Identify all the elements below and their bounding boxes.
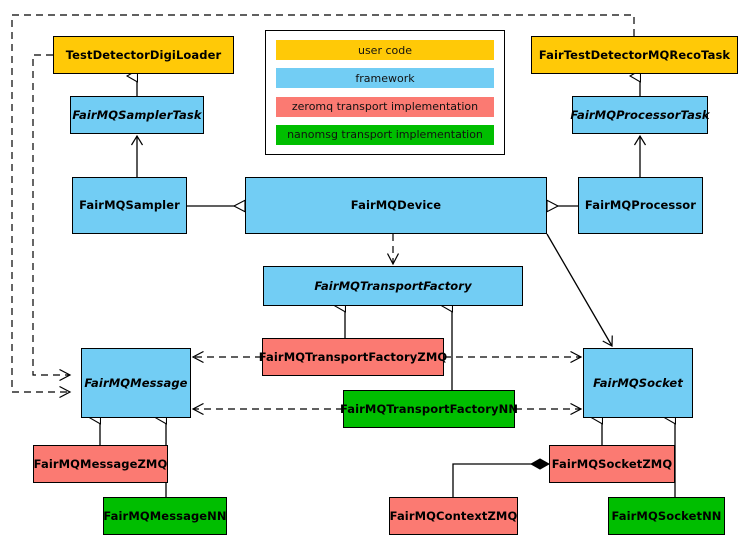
edge-device-to-socket [546, 233, 612, 346]
legend-item-zeromq: zeromq transport implementation [276, 96, 494, 117]
node-label: FairMQSocketNN [611, 508, 722, 523]
legend: user code framework zeromq transport imp… [265, 30, 505, 155]
legend-item-user-code: user code [276, 40, 494, 60]
legend-item-framework: framework [276, 68, 494, 89]
node-label: FairMQDevice [350, 198, 442, 213]
node-fair-mq-socket-zmq[interactable]: FairMQSocketZMQ [549, 445, 675, 483]
node-label: FairMQSocketZMQ [551, 456, 673, 471]
node-fair-mq-socket[interactable]: FairMQSocket [583, 348, 693, 418]
node-label: FairMQTransportFactory [314, 278, 472, 293]
node-fair-mq-transport-factory-nn[interactable]: FairMQTransportFactoryNN [339, 390, 519, 428]
node-label: FairMQMessage [84, 375, 188, 390]
legend-label: framework [355, 71, 415, 85]
node-fair-mq-transport-factory[interactable]: FairMQTransportFactory [263, 266, 523, 306]
node-label: FairMQProcessorTask [570, 107, 710, 122]
node-fair-mq-context-zmq[interactable]: FairMQContextZMQ [389, 497, 518, 535]
edge-digiloader-to-message [32, 54, 70, 375]
node-fair-test-detector-mq-reco-task[interactable]: FairTestDetectorMQRecoTask [531, 36, 738, 74]
edge-socketzmq-composition-contextzmq [452, 464, 549, 497]
node-label: FairTestDetectorMQRecoTask [538, 47, 731, 62]
node-label: FairMQContextZMQ [389, 508, 518, 523]
node-fair-mq-message-zmq[interactable]: FairMQMessageZMQ [33, 445, 168, 483]
node-fair-mq-sampler[interactable]: FairMQSampler [72, 177, 187, 234]
node-test-detector-digi-loader[interactable]: TestDetectorDigiLoader [53, 36, 234, 74]
node-label: FairMQMessageNN [103, 508, 227, 523]
node-fair-mq-message[interactable]: FairMQMessage [81, 348, 191, 418]
legend-item-nanomsg: nanomsg transport implementation [276, 124, 494, 145]
node-fair-mq-processor[interactable]: FairMQProcessor [578, 177, 703, 234]
node-label: FairMQSocket [593, 375, 683, 390]
node-fair-mq-message-nn[interactable]: FairMQMessageNN [103, 497, 227, 535]
node-fair-mq-transport-factory-zmq[interactable]: FairMQTransportFactoryZMQ [259, 338, 447, 376]
node-fair-mq-sampler-task[interactable]: FairMQSamplerTask [70, 96, 204, 134]
node-label: FairMQSamplerTask [72, 107, 202, 122]
node-label: TestDetectorDigiLoader [65, 47, 222, 62]
node-label: FairMQMessageZMQ [33, 456, 168, 471]
node-label: FairMQSampler [79, 198, 180, 213]
node-label: FairMQTransportFactoryNN [339, 401, 519, 416]
node-fair-mq-socket-nn[interactable]: FairMQSocketNN [608, 497, 725, 535]
node-label: FairMQProcessor [584, 198, 697, 213]
legend-label: zeromq transport implementation [291, 100, 479, 114]
edge-recotask-to-message [11, 14, 635, 392]
legend-label: user code [357, 43, 413, 57]
node-fair-mq-processor-task[interactable]: FairMQProcessorTask [570, 96, 710, 134]
node-fair-mq-device[interactable]: FairMQDevice [245, 177, 547, 234]
node-label: FairMQTransportFactoryZMQ [258, 349, 448, 364]
legend-label: nanomsg transport implementation [287, 128, 483, 142]
